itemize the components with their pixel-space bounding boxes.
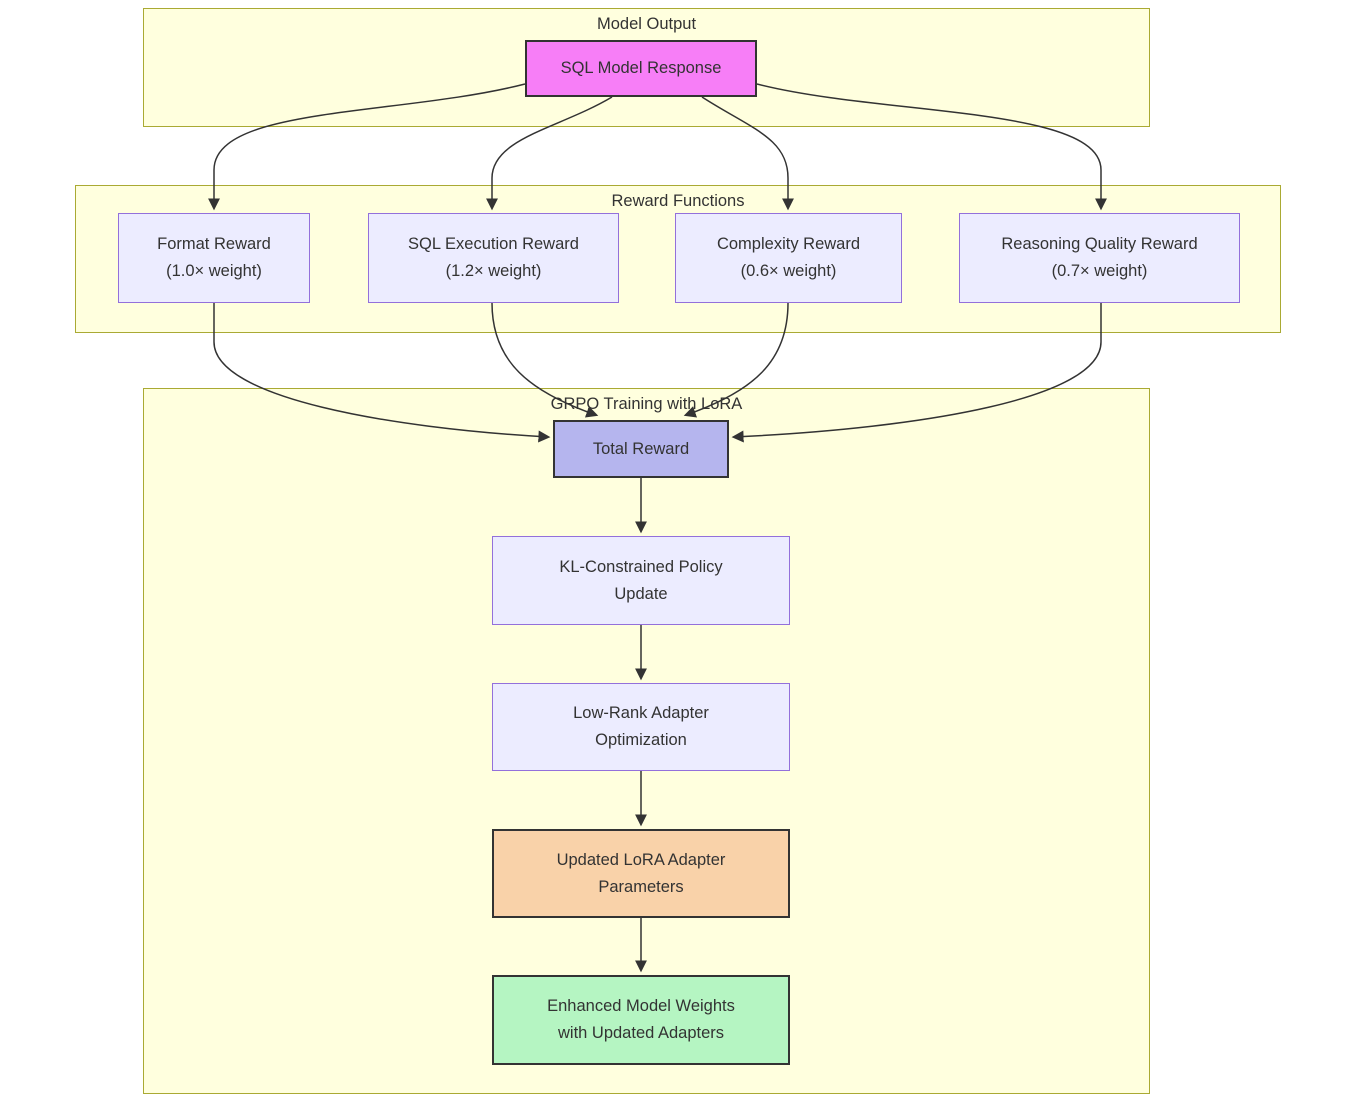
node-sql-model-response-label: SQL Model Response <box>560 59 722 77</box>
node-reasoning-quality-reward: Reasoning Quality Reward (0.7× weight) <box>959 213 1240 303</box>
node-kl-policy-update-label-line2: Update <box>614 584 668 603</box>
node-complexity-reward-label: Complexity Reward <box>716 235 861 253</box>
node-complexity-reward: Complexity Reward (0.6× weight) <box>675 213 902 303</box>
node-sql-execution-reward: SQL Execution Reward (1.2× weight) <box>368 213 619 303</box>
node-kl-policy-update-label-line1: KL-Constrained Policy <box>559 557 723 576</box>
node-updated-lora-params-label-line2: Parameters <box>598 877 684 896</box>
node-enhanced-weights-label-line2: with Updated Adapters <box>557 1024 725 1042</box>
cluster-grpo-training-title: GRPO Training with LoRA <box>550 395 743 413</box>
node-sql-execution-reward-weight: (1.2× weight) <box>445 262 542 280</box>
node-total-reward: Total Reward <box>553 420 729 478</box>
node-lora-optimization-label-line2: Optimization <box>595 731 687 749</box>
node-kl-policy-update: KL-Constrained Policy Update <box>492 536 790 625</box>
cluster-reward-functions-title: Reward Functions <box>611 192 745 210</box>
node-total-reward-label: Total Reward <box>592 439 690 458</box>
node-sql-model-response: SQL Model Response <box>525 40 757 97</box>
node-lora-optimization-label-line1: Low-Rank Adapter <box>573 704 709 722</box>
node-format-reward: Format Reward (1.0× weight) <box>118 213 310 303</box>
node-complexity-reward-weight: (0.6× weight) <box>740 262 837 280</box>
node-updated-lora-params-label-line1: Updated LoRA Adapter <box>556 850 726 869</box>
node-format-reward-label: Format Reward <box>157 235 271 253</box>
node-lora-optimization: Low-Rank Adapter Optimization <box>492 683 790 771</box>
cluster-model-output-title: Model Output <box>596 15 697 33</box>
node-format-reward-weight: (1.0× weight) <box>166 262 262 280</box>
node-updated-lora-params: Updated LoRA Adapter Parameters <box>492 829 790 918</box>
node-enhanced-weights-label-line1: Enhanced Model Weights <box>547 997 735 1015</box>
node-reasoning-quality-reward-weight: (0.7× weight) <box>1051 262 1148 280</box>
node-enhanced-weights: Enhanced Model Weights with Updated Adap… <box>492 975 790 1065</box>
node-reasoning-quality-reward-label: Reasoning Quality Reward <box>1001 235 1198 253</box>
node-sql-execution-reward-label: SQL Execution Reward <box>408 235 579 253</box>
